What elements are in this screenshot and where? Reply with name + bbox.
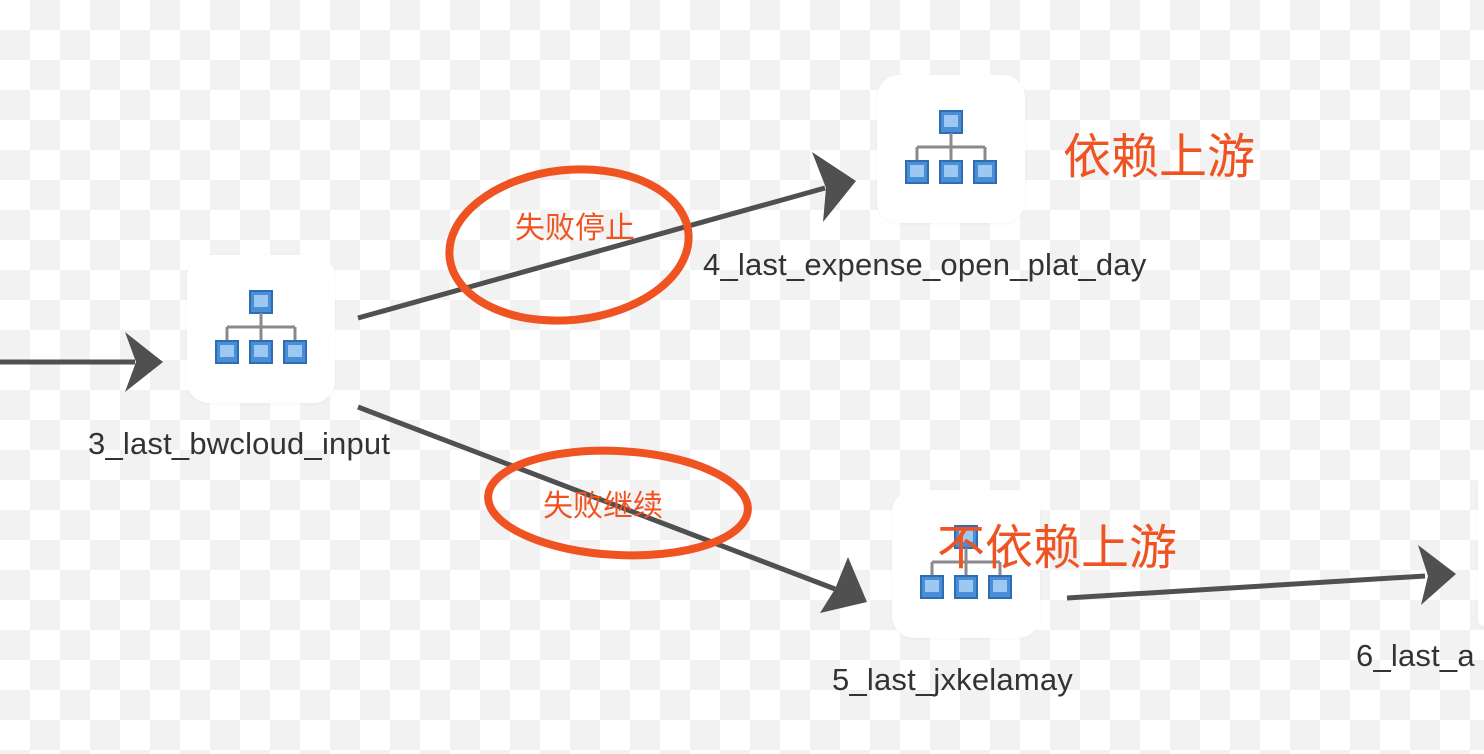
node-5-label[interactable]: 5_last_jxkelamay xyxy=(832,662,1073,697)
annotation-ellipse-fail-stop xyxy=(445,165,693,325)
hierarchy-icon xyxy=(905,110,997,184)
hierarchy-icon xyxy=(920,525,1012,599)
edge-node3-node4[interactable] xyxy=(357,185,826,321)
annotation-fail-stop: 失败停止 xyxy=(515,211,635,246)
hierarchy-icon xyxy=(215,290,307,364)
node-3-label[interactable]: 3_last_bwcloud_input xyxy=(88,426,391,461)
node-5-card[interactable] xyxy=(892,490,1040,638)
annotation-ellipse-fail-continue xyxy=(484,446,752,560)
arrowhead-node3-node4 xyxy=(812,152,856,222)
arrowhead-node5-node6 xyxy=(1418,545,1456,605)
annotation-depends-upstream: 依赖上游 xyxy=(1063,129,1256,185)
node-4-label[interactable]: 4_last_expense_open_plat_day xyxy=(703,247,1147,282)
edge-node3-node5[interactable] xyxy=(357,404,836,592)
arrowhead-incoming-node3 xyxy=(125,332,163,392)
node-4-card[interactable] xyxy=(877,75,1025,223)
node-6-card[interactable] xyxy=(1478,478,1484,626)
node-3-card[interactable] xyxy=(187,255,335,403)
edge-node5-node6[interactable] xyxy=(1066,573,1426,601)
node-6-label[interactable]: 6_last_a xyxy=(1356,638,1475,673)
arrowhead-node3-node5 xyxy=(820,557,867,613)
annotation-not-depends-upstream: 不依赖上游 xyxy=(937,520,1178,576)
annotation-fail-continue: 失败继续 xyxy=(543,489,663,524)
